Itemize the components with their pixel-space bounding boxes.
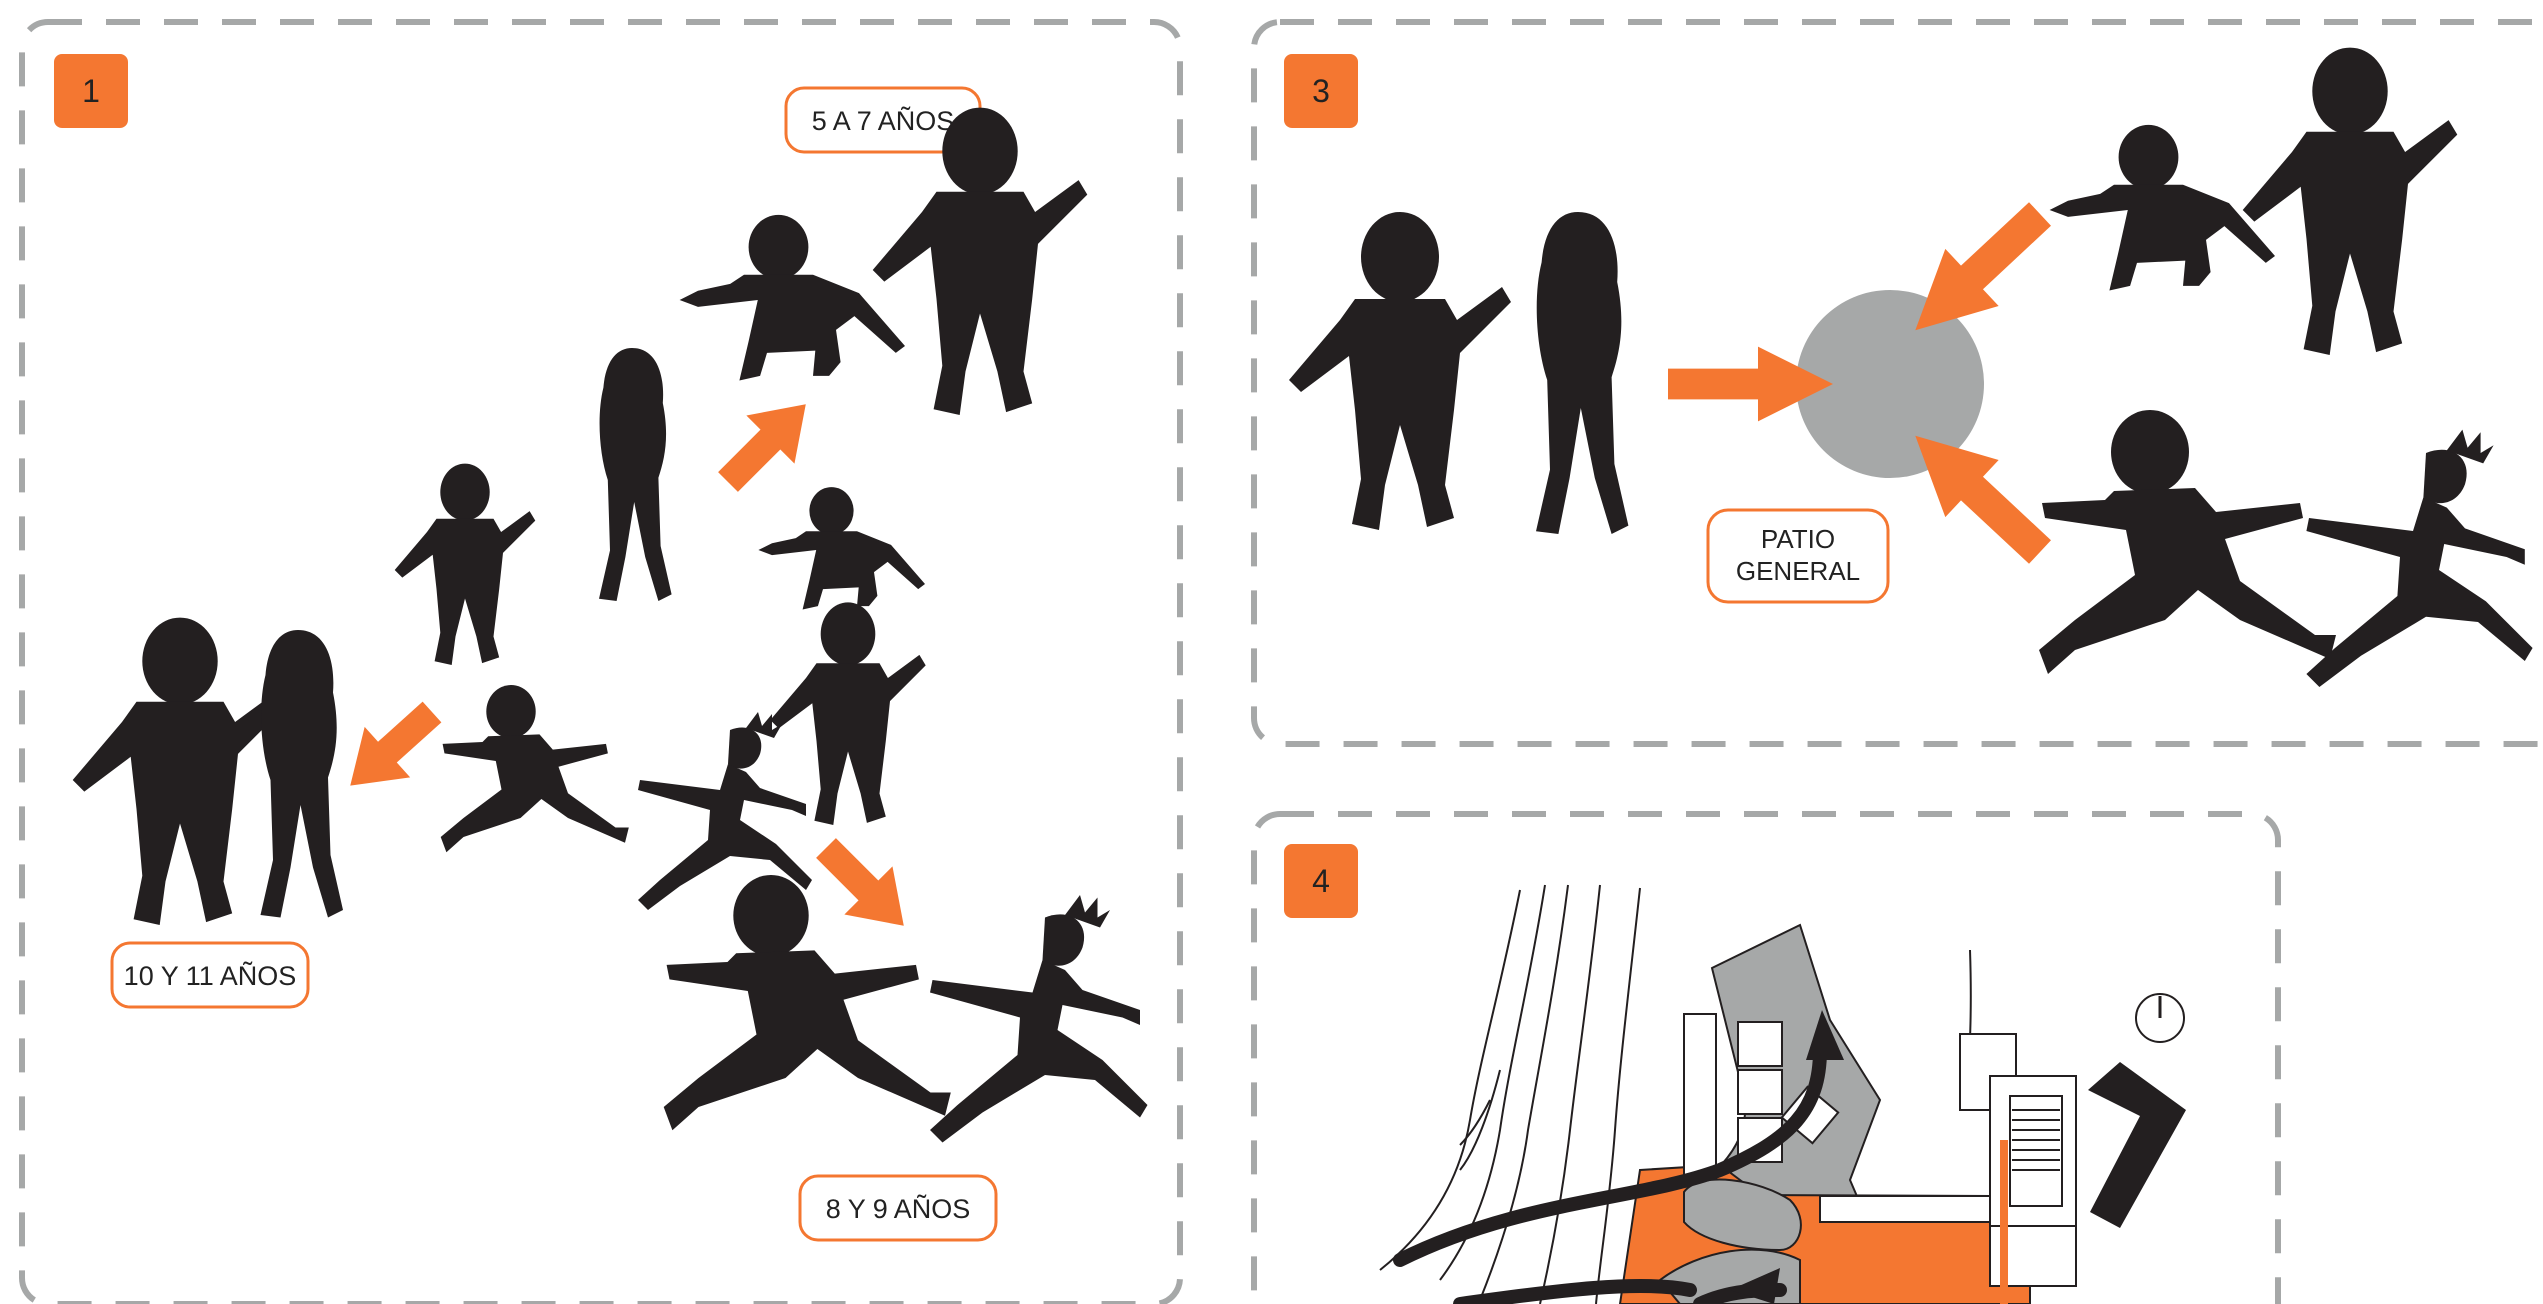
child-silhouette [441,685,629,852]
stair-lines [2012,1110,2060,1170]
child-silhouette [758,487,925,609]
child-silhouette [1536,212,1628,534]
direction-arrow [802,824,928,950]
child-silhouette [2050,125,2275,291]
child-silhouette [930,895,1148,1143]
age-5-7-label: 5 A 7 AÑOS [812,105,955,136]
age-10-11-label: 10 Y 11 AÑOS [124,960,297,991]
child-silhouette [1289,212,1511,530]
panel-4-number: 4 [1312,863,1330,899]
child-silhouette [680,215,905,381]
direction-arrow [328,687,455,811]
child-silhouette [664,875,951,1130]
patio-general-label-line2: GENERAL [1736,556,1860,586]
panel-1-number: 1 [82,73,100,109]
orange-corridor [2000,1140,2008,1304]
child-silhouette [2243,48,2458,355]
child-silhouette [599,348,672,601]
north-arrow-icon [2136,994,2184,1042]
direction-arrow [704,380,830,506]
child-silhouette [2306,430,2532,687]
child-silhouette [873,108,1088,415]
panel-3-number: 3 [1312,73,1330,109]
child-silhouette [770,602,925,825]
child-silhouette [2039,410,2336,674]
child-silhouette [395,464,536,665]
dark-block [2088,1062,2186,1228]
child-silhouette [73,618,288,925]
panel-1: 1 5 A 7 AÑOS 10 Y 11 AÑOS 8 Y 9 AÑOS [22,22,1180,1304]
panel-3: 3 PATIO GENERAL [1254,22,2543,744]
age-8-9-label: 8 Y 9 AÑOS [826,1193,971,1224]
panel-4: 4 [1254,814,2278,1304]
site-plan [1380,885,2186,1304]
patio-general-label-line1: PATIO [1761,524,1835,554]
child-silhouette [261,630,344,918]
